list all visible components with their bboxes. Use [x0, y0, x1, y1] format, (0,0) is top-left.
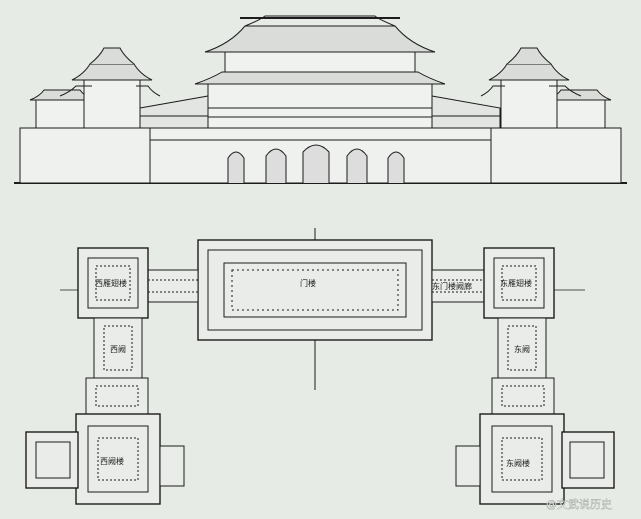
- connecting-galleries: [147, 269, 485, 303]
- watermark: @文武说历史: [546, 497, 612, 511]
- label-west-gallery-link: 西阙: [110, 345, 126, 354]
- right-tower-cluster: [480, 47, 622, 184]
- east-corner-tower: [455, 413, 615, 505]
- label-east-gallery: 东门楼阙廊: [432, 281, 472, 291]
- label-west-corner-tower: 西阙楼: [100, 456, 124, 466]
- gate-arches: [227, 144, 405, 183]
- main-gate-plan: [197, 239, 433, 341]
- east-vertical-gallery: [491, 317, 555, 415]
- elevation-view: [14, 15, 627, 184]
- left-tower-cluster: [19, 47, 161, 184]
- west-vertical-gallery: [85, 317, 149, 415]
- west-wing-pavilion: [77, 247, 149, 319]
- main-hall: [194, 15, 446, 129]
- elevation-galleries: [139, 95, 501, 129]
- label-east-gallery-link: 东阙: [514, 344, 530, 354]
- east-wing-pavilion: [483, 247, 555, 319]
- label-west-wing-pavilion: 西雁翅楼: [95, 278, 127, 288]
- label-east-wing-pavilion: 东雁翅楼: [500, 278, 532, 288]
- label-gate-tower: 门楼: [300, 278, 316, 288]
- west-corner-tower: [25, 413, 185, 505]
- central-wall: [144, 127, 496, 184]
- plan-labels: 门楼 西雁翅楼 东雁翅楼 东门楼阙廊 西阙 东阙 西阙楼 东阙楼: [95, 278, 532, 468]
- plan-view: [25, 228, 615, 505]
- label-east-corner-tower: 东阙楼: [506, 458, 530, 468]
